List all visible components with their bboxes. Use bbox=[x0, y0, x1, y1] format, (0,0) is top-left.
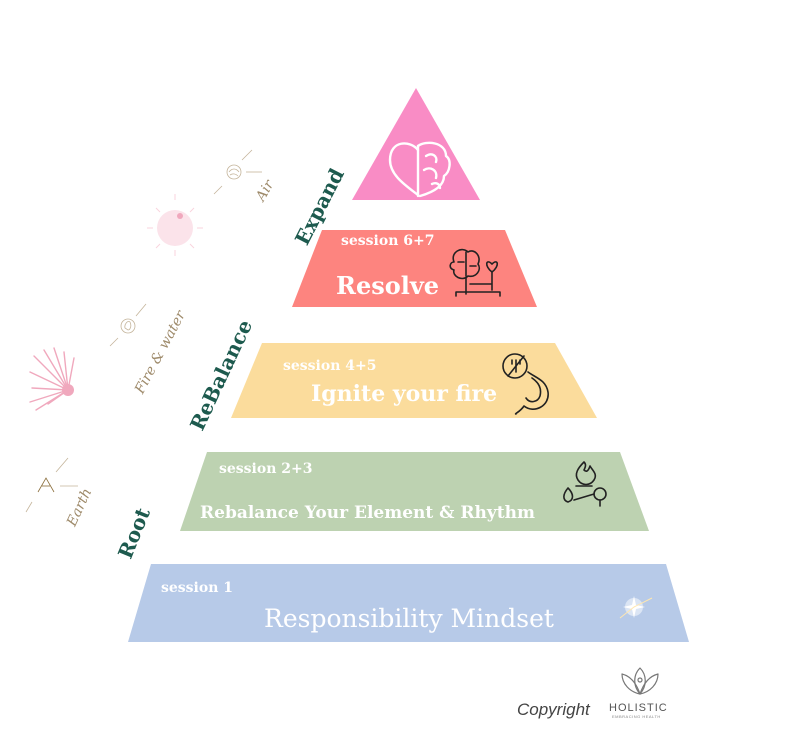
pyramid-level-responsibility bbox=[128, 564, 689, 642]
level-title-responsibility: Responsibility Mindset bbox=[264, 604, 554, 633]
level-title-ignite: Ignite your fire bbox=[311, 381, 498, 407]
session-label-resolve: session 6+7 bbox=[341, 233, 435, 249]
level-title-rebalance: Rebalance Your Element & Rhythm bbox=[200, 503, 535, 523]
sparkle-icon bbox=[619, 596, 653, 619]
pyramid-level-resolve bbox=[292, 230, 537, 307]
brain-heart-balance-icon bbox=[449, 248, 501, 297]
fire-water-tree-icon bbox=[563, 461, 607, 507]
lotus-logo-icon bbox=[621, 667, 659, 695]
heart-brain-icon bbox=[388, 141, 451, 198]
session-label-rebalance: session 2+3 bbox=[219, 461, 313, 477]
sun-burst-icon bbox=[29, 347, 75, 411]
fire-water-element-icon bbox=[109, 303, 147, 347]
pyramid-level-ignite bbox=[231, 343, 597, 418]
crescent-moon-icon bbox=[147, 194, 203, 256]
brand-tagline: EMBRACING HEALTH bbox=[612, 714, 661, 719]
copyright-text: Copyright bbox=[517, 700, 590, 719]
stomach-no-food-icon bbox=[502, 353, 549, 415]
session-label-ignite: session 4+5 bbox=[283, 358, 377, 374]
earth-element-icon bbox=[25, 457, 78, 513]
brand-name: HOLISTIC bbox=[609, 702, 668, 714]
air-element-icon bbox=[213, 149, 262, 195]
level-title-resolve: Resolve bbox=[336, 271, 440, 300]
pyramid-level-expand bbox=[352, 88, 480, 200]
session-label-responsibility: session 1 bbox=[161, 580, 234, 596]
pyramid-level-rebalance bbox=[180, 452, 649, 531]
